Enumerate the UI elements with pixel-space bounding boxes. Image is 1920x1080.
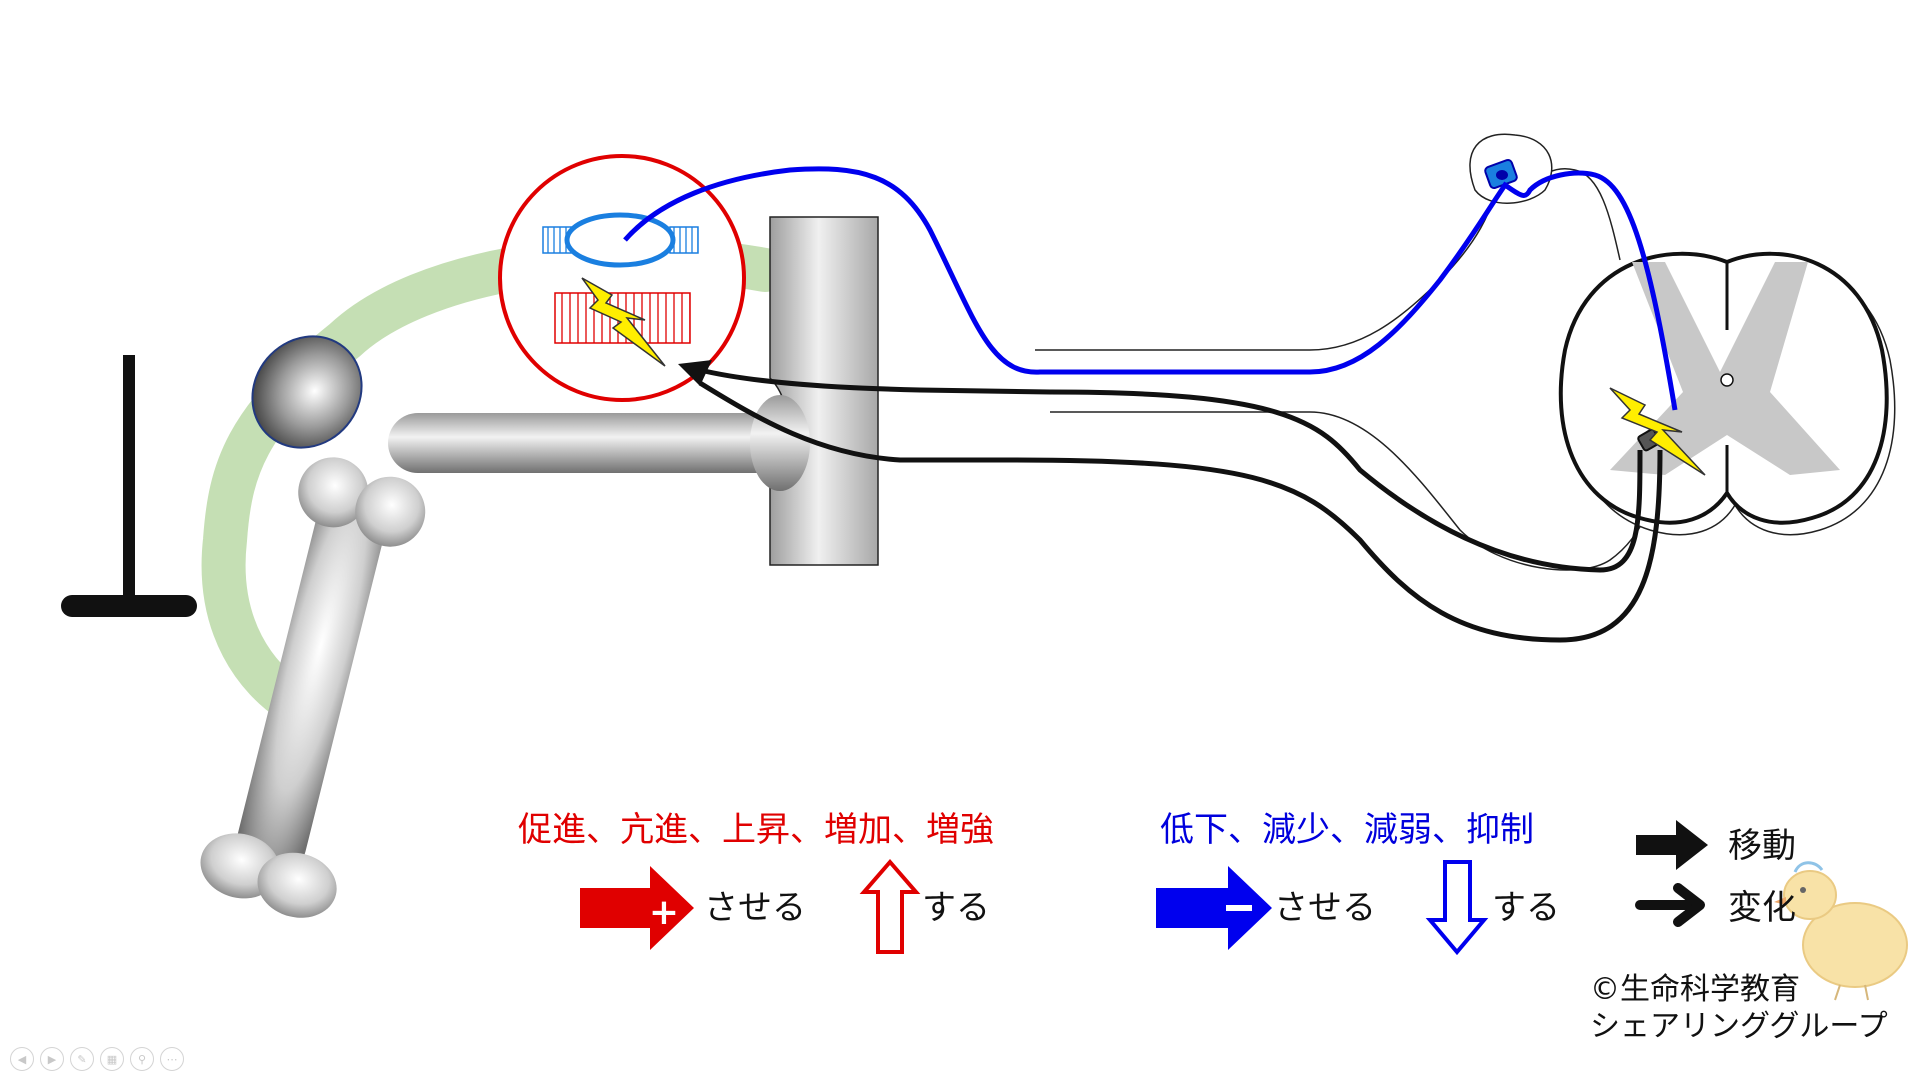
legend-up-arrow: [859, 858, 921, 954]
muscle-spindle: [542, 212, 699, 268]
svg-text:+: +: [649, 892, 679, 933]
legend-plus-arrow: +: [580, 866, 694, 950]
pelvis-bone: [769, 216, 879, 566]
zoom-icon[interactable]: ⚲: [130, 1047, 154, 1071]
slides-icon[interactable]: ▦: [100, 1047, 124, 1071]
move-label: 移動: [1728, 826, 1796, 866]
down-suffix-label: する: [1492, 888, 1560, 928]
decrease-terms-label: 低下、減少、減弱、抑制: [1160, 810, 1534, 850]
sensory-neuron: [623, 166, 1678, 411]
patella: [251, 335, 363, 449]
motor-arrow-head: [678, 360, 712, 386]
legend-minus-arrow: [1156, 866, 1272, 950]
legend-down-arrow: [1425, 860, 1489, 956]
reflex-hammer: [61, 355, 197, 617]
minus-suffix-label: させる: [1274, 888, 1376, 928]
legend-change-arrow: [1635, 883, 1705, 927]
up-suffix-label: する: [922, 888, 990, 928]
prev-icon[interactable]: ◀: [10, 1047, 34, 1071]
chick-mascot: [1774, 861, 1908, 1001]
dorsal-root-ganglion: [1469, 133, 1553, 204]
change-label: 変化: [1728, 888, 1796, 928]
more-icon[interactable]: ⋯: [160, 1047, 184, 1071]
spinal-cord: [1558, 251, 1896, 536]
credit-line-2: シェアリンググループ: [1590, 1009, 1888, 1044]
plus-suffix-label: させる: [704, 888, 806, 928]
legend-move-arrow: [1636, 820, 1708, 870]
lightning-bolt-icon: [1609, 387, 1706, 476]
next-icon[interactable]: ▶: [40, 1047, 64, 1071]
slideshow-controls: ◀ ▶ ✎ ▦ ⚲ ⋯: [10, 1047, 184, 1071]
motor-neuron-lower: [698, 380, 1663, 643]
lightning-bolt-icon: [581, 277, 666, 367]
tibia-bone: [200, 457, 426, 918]
credit-line-1: ©生命科学教育: [1590, 972, 1800, 1007]
motor-neuron-upper: [699, 367, 1643, 573]
pen-icon[interactable]: ✎: [70, 1047, 94, 1071]
increase-terms-label: 促進、亢進、上昇、増加、増強: [518, 810, 994, 850]
